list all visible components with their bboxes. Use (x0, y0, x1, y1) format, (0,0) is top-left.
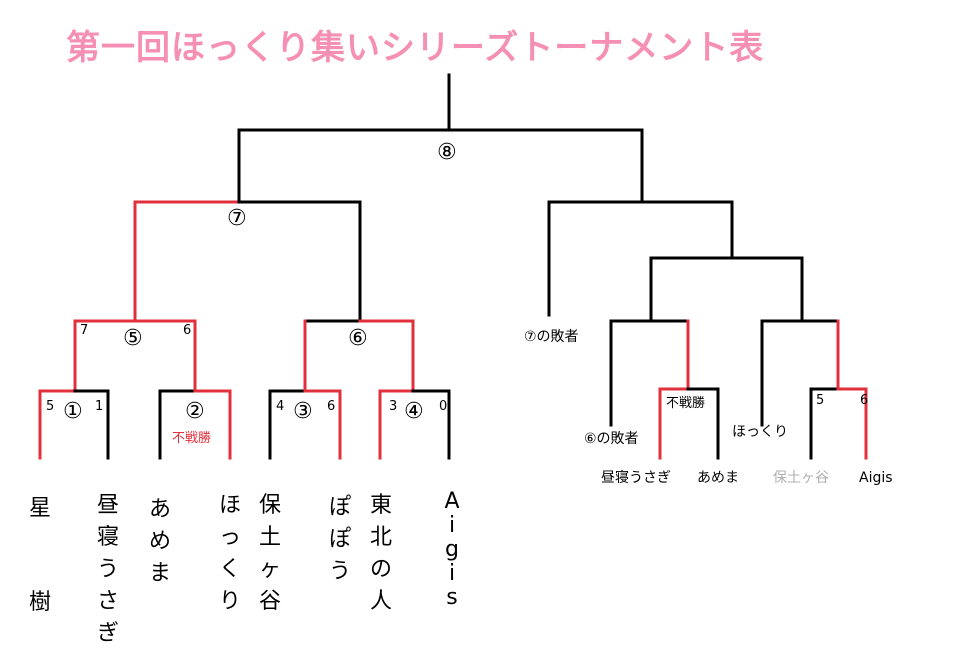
score-m4-left: 3 (389, 399, 398, 414)
score-m5-right: 6 (183, 323, 192, 338)
score-m4-right: 0 (439, 399, 448, 414)
score-m1-left: 5 (46, 399, 55, 414)
score-m5-left: 7 (80, 323, 89, 338)
score-right-final-right: 6 (860, 393, 869, 408)
loser-of-6-label: ⑥の敗者 (584, 431, 639, 447)
score-m3-right: 6 (327, 399, 336, 414)
right-player-4: Aigis (859, 470, 893, 486)
page-title: 第一回ほっくり集いシリーズトーナメント表 (66, 28, 765, 68)
left-player-5: 保土ヶ谷 (258, 493, 281, 614)
match-number-6: ⑥ (348, 326, 368, 351)
right-player-2: あめま (697, 470, 739, 486)
left-player-1: 星 樹 (28, 496, 51, 615)
match-number-7: ⑦ (227, 206, 247, 231)
bye-label-right: 不戦勝 (666, 396, 706, 411)
match-number-8: ⑧ (437, 140, 457, 165)
hokkuri-right-label: ほっくり (732, 424, 788, 440)
left-player-4: ほっくり (218, 493, 241, 614)
left-player-6: ぽぽう (328, 495, 351, 584)
right-player-1: 昼寝うさぎ (601, 470, 671, 486)
score-right-final-left: 5 (816, 393, 825, 408)
score-m1-right: 1 (95, 399, 104, 414)
right-player-3: 保土ヶ谷 (773, 470, 829, 486)
match-number-4: ④ (404, 399, 424, 424)
score-m3-left: 4 (276, 399, 285, 414)
match-number-2: ② (185, 399, 205, 424)
loser-of-7-label: ⑦の敗者 (524, 329, 579, 345)
left-player-3: あめま (148, 497, 171, 586)
bye-label-left: 不戦勝 (172, 431, 212, 446)
match-number-5: ⑤ (123, 326, 143, 351)
match-number-1: ① (63, 399, 83, 424)
left-player-7: 東北の人 (369, 493, 392, 614)
left-player-2: 昼寝うさぎ (96, 493, 119, 646)
match-number-3: ③ (293, 399, 313, 424)
